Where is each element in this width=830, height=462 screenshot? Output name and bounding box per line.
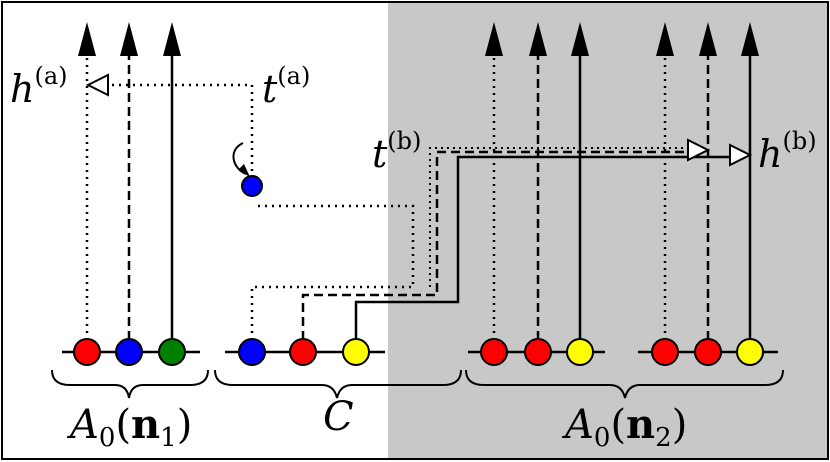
open-arrowhead-h-a [85,73,109,97]
white-region [2,2,388,459]
arrowhead-up [699,22,717,56]
arrowhead-up [485,22,503,56]
particle-red [694,338,722,366]
label-h-a: h(a) [10,62,68,111]
brace-c [214,369,462,399]
particle-red [651,338,679,366]
label-t-a: t(a) [262,62,310,111]
label-t-b: t(b) [372,127,421,176]
particles [73,338,764,366]
particle-green [158,338,186,366]
particle-red [524,338,552,366]
c-solid-connector [354,155,735,340]
particle-red [289,338,317,366]
arrowhead-up [741,22,759,56]
arrowhead-up [529,22,547,56]
shaded-region [388,2,828,459]
c-dashed-connector-1 [301,150,700,340]
t-a-loop-path [110,83,254,185]
label-group-c: C [323,394,354,440]
label-h-b: h(b) [758,127,817,176]
arrowhead-up [120,22,138,56]
particle-red [480,338,508,366]
brace-n1 [51,369,209,399]
c-dotted-connector [250,204,415,340]
blue-vertex [241,175,263,197]
label-group-n2: A0(n2) [561,401,687,453]
curly-arrowhead [238,164,250,177]
particle-blue [115,338,143,366]
particle-yellow [736,338,764,366]
open-arrowhead-tb [687,138,711,162]
arrowhead-up [656,22,674,56]
arrowhead-up [78,22,96,56]
arrowhead-up [571,22,589,56]
particle-red [73,338,101,366]
particle-yellow [342,338,370,366]
particle-blue [238,338,266,366]
c-dotted-tb [429,147,690,287]
particle-yellow [566,338,594,366]
arrowhead-up [163,22,181,56]
brace-n2 [465,369,784,399]
open-arrowhead-h-b [729,143,753,167]
label-group-n1: A0(n1) [66,401,192,453]
